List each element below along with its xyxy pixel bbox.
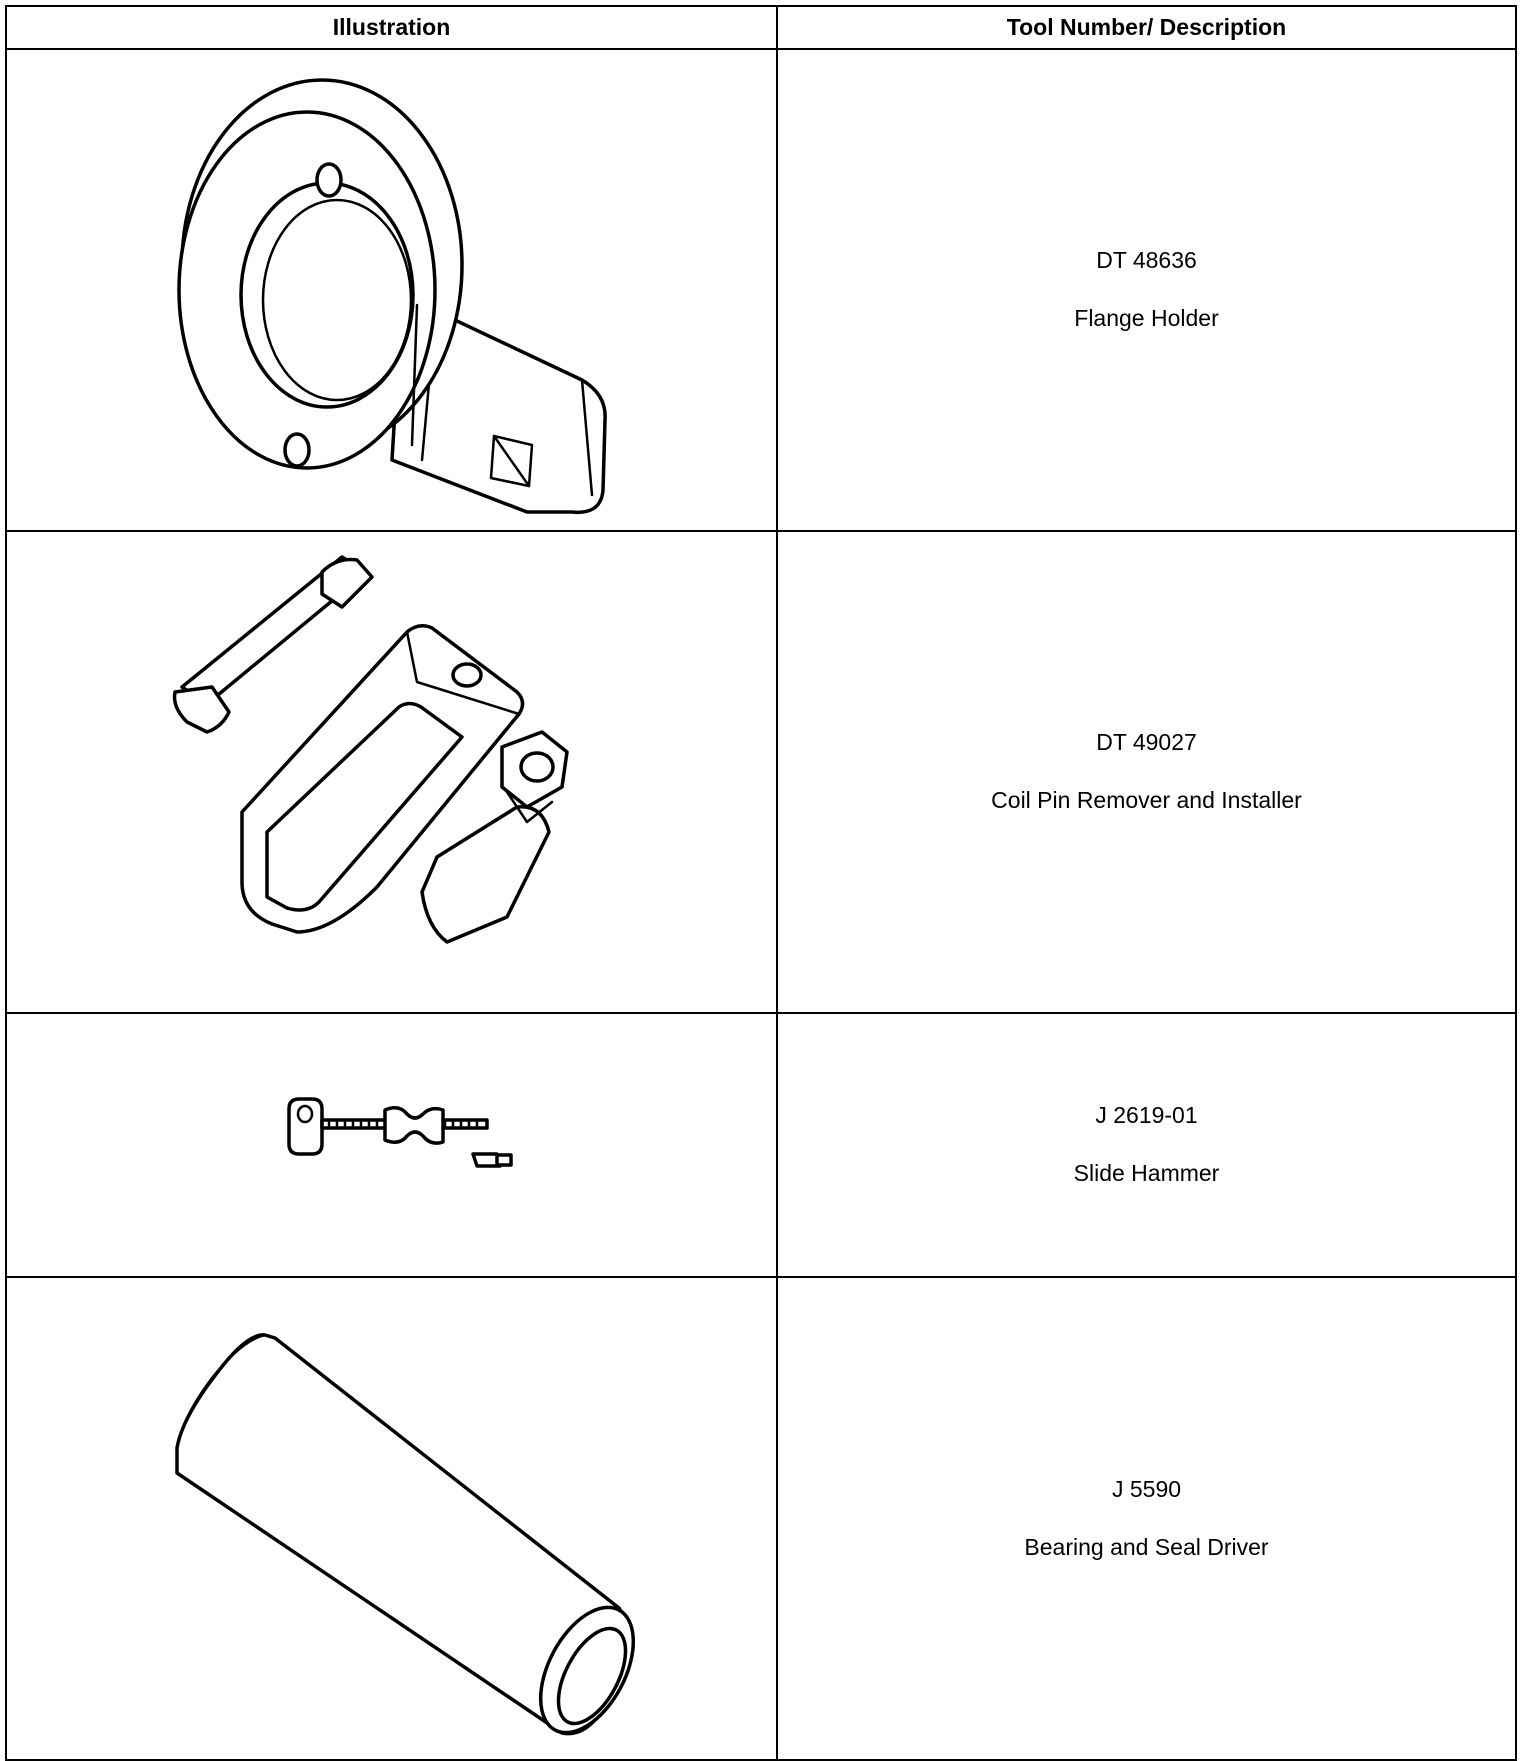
coil-pin-remover-installer-icon [172, 555, 569, 944]
tool-number: J 2619-01 [1095, 1102, 1198, 1129]
illustration-cell [5, 530, 778, 1014]
illustration-cell [5, 1276, 778, 1761]
description-cell: J 2619-01 Slide Hammer [776, 1012, 1517, 1278]
tool-number: DT 48636 [1096, 247, 1197, 274]
tool-description: Flange Holder [1074, 305, 1219, 331]
description-cell: DT 48636 Flange Holder [776, 48, 1517, 532]
tool-number: J 5590 [1111, 1475, 1182, 1502]
description-cell: J 5590 Bearing and Seal Driver [776, 1276, 1517, 1761]
slide-hammer-icon [287, 1097, 513, 1168]
description-header: Tool Number/ Description [776, 5, 1517, 50]
tool-description: Slide Hammer [1073, 1160, 1220, 1186]
description-cell: DT 49027 Coil Pin Remover and Installer [776, 530, 1517, 1014]
flange-holder-icon [177, 78, 607, 515]
special-tools-table: Illustration Tool Number/ Description [5, 5, 1517, 1761]
tool-description: Bearing and Seal Driver [1024, 1533, 1269, 1560]
illustration-cell [5, 1012, 778, 1278]
table-row: DT 48636 Flange Holder [5, 48, 1517, 532]
tool-description: Coil Pin Remover and Installer [991, 787, 1302, 813]
bearing-seal-driver-icon [175, 1333, 636, 1736]
table-row: J 5590 Bearing and Seal Driver [5, 1276, 1517, 1761]
illustration-header: Illustration [5, 5, 778, 50]
illustration-cell [5, 48, 778, 532]
table-row: DT 49027 Coil Pin Remover and Installer [5, 530, 1517, 1014]
table-row: J 2619-01 Slide Hammer [5, 1012, 1517, 1278]
header-row: Illustration Tool Number/ Description [5, 5, 1517, 50]
tool-number: DT 49027 [1096, 729, 1197, 756]
